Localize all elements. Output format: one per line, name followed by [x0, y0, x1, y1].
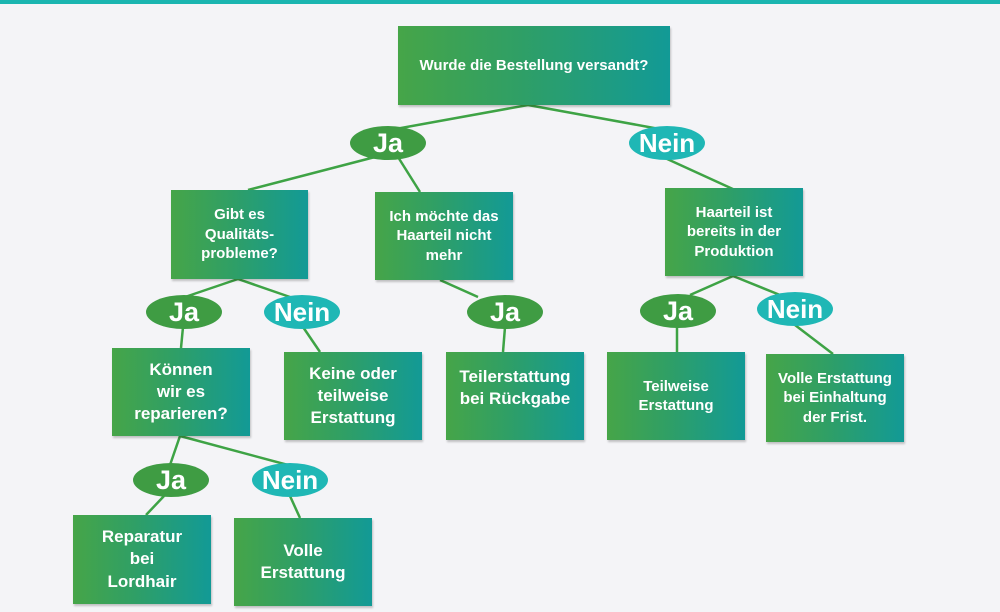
- edge-ja-quality: [247, 155, 376, 192]
- partial-refund-text: Teilweise Erstattung: [638, 377, 714, 415]
- edge-nein-production: [664, 156, 736, 192]
- quality-ja-label: Ja: [146, 295, 222, 329]
- root-question-text: Wurde die Bestellung versandt?: [419, 56, 649, 74]
- repair-lordhair-box: Reparatur bei Lordhair: [73, 515, 211, 604]
- full-refund-box: Volle Erstattung: [234, 518, 372, 606]
- edge-ja-dontwant: [396, 156, 422, 193]
- edge-quality-nein: [237, 277, 291, 299]
- edge-dontwant-ja: [439, 278, 479, 299]
- no-or-partial-refund-text: Keine oder teilweise Erstattung: [309, 363, 397, 428]
- partial-refund-box: Teilweise Erstattung: [607, 352, 745, 440]
- edge-repair-nein: [179, 434, 289, 467]
- repair-nein-label: Nein: [252, 463, 328, 497]
- can-repair-text: Können wir es reparieren?: [134, 359, 228, 424]
- dont-want-text: Ich möchte das Haarteil nicht mehr: [389, 207, 499, 264]
- full-refund-text: Volle Erstattung: [260, 540, 346, 582]
- edge-nein-volle-frist: [794, 324, 834, 355]
- edge-production-nein: [732, 274, 781, 297]
- edge-root-nein: [527, 103, 666, 132]
- production-nein-label: Nein: [757, 292, 833, 326]
- edge-root-ja: [389, 103, 529, 132]
- edge-nein-keine: [301, 326, 322, 353]
- repair-lordhair-text: Reparatur bei Lordhair: [101, 527, 183, 591]
- full-refund-deadline-box: Volle Erstattung bei Einhaltung der Fris…: [766, 354, 904, 442]
- partial-refund-return-text: Teilerstattung bei Rückgabe: [459, 367, 571, 409]
- repair-ja-label: Ja: [133, 463, 209, 497]
- root-ja-label: Ja: [350, 126, 426, 160]
- edge-ja-teilerstattung: [501, 326, 507, 353]
- edge-nein-volle: [288, 495, 302, 519]
- quality-question-text: Gibt es Qualitäts- probleme?: [201, 206, 278, 263]
- in-production-box: Haarteil ist bereits in der Produktion: [665, 188, 803, 276]
- full-refund-deadline-text: Volle Erstattung bei Einhaltung der Fris…: [778, 369, 892, 426]
- no-or-partial-refund-box: Keine oder teilweise Erstattung: [284, 352, 422, 440]
- quality-nein-label: Nein: [264, 295, 340, 329]
- top-accent-bar: [0, 0, 1000, 4]
- partial-refund-return-box: Teilerstattung bei Rückgabe: [446, 352, 584, 440]
- edge-ja-repair: [179, 326, 185, 349]
- dont-want-ja-label: Ja: [467, 295, 543, 329]
- dont-want-box: Ich möchte das Haarteil nicht mehr: [375, 192, 513, 280]
- production-ja-label: Ja: [640, 294, 716, 328]
- edge-quality-ja: [184, 277, 239, 299]
- in-production-text: Haarteil ist bereits in der Produktion: [686, 203, 782, 260]
- edge-production-ja: [689, 274, 734, 297]
- root-nein-label: Nein: [629, 126, 705, 160]
- root-question-box: Wurde die Bestellung versandt?: [398, 26, 670, 105]
- can-repair-box: Können wir es reparieren?: [112, 348, 250, 436]
- quality-question-box: Gibt es Qualitäts- probleme?: [171, 190, 308, 279]
- edge-repair-ja: [168, 435, 182, 466]
- edge-ja-reparatur: [145, 495, 165, 516]
